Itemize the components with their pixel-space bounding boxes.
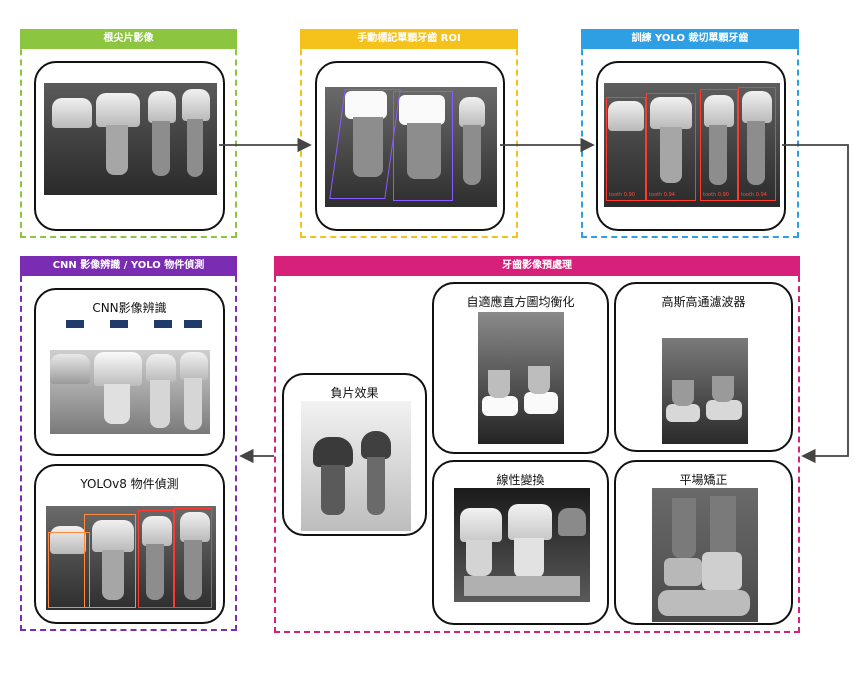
- panel-yolo-crop-label: 訓練 YOLO 裁切單顆牙齒: [581, 29, 799, 49]
- original-xray-image: [44, 83, 217, 195]
- flatten-card: 平場矯正: [614, 460, 793, 625]
- detection-label: tooth 0.94: [649, 192, 675, 198]
- detection-label: tooth 0.90: [703, 192, 729, 198]
- cnn-class-box: [66, 320, 84, 328]
- roi-xray-image: [325, 87, 497, 207]
- yolo-crop-xray-card: tooth 0.90 tooth 0.94 tooth 0.90 tooth 0…: [596, 61, 786, 231]
- linear-card-title: 線性變換: [496, 473, 545, 487]
- cnn-class-box: [184, 320, 202, 328]
- gaussian-card: 高斯高通濾波器: [614, 282, 793, 452]
- panel-preprocess-label: 牙齒影像預處理: [274, 256, 800, 276]
- yolov8-card-title: YOLOv8 物件偵測: [80, 477, 179, 491]
- cnn-card-title: CNN影像辨識: [92, 301, 167, 315]
- cnn-class-box: [110, 320, 128, 328]
- panel-yolo-crop: 訓練 YOLO 裁切單顆牙齒 tooth 0.90 tooth 0.94 too…: [581, 29, 799, 238]
- gaussian-xray-image: [662, 338, 748, 444]
- panel-roi-label: 手動標記單顆牙齒 ROI: [300, 29, 518, 49]
- detection-box: [174, 508, 212, 608]
- roi-xray-card: [315, 61, 505, 231]
- yolov8-xray-image: [46, 506, 216, 610]
- negative-card-title: 負片效果: [330, 386, 379, 400]
- detection-box: tooth 0.90: [606, 97, 646, 201]
- flatten-card-title: 平場矯正: [679, 473, 728, 487]
- gaussian-card-title: 高斯高通濾波器: [661, 295, 746, 309]
- original-xray-card: [34, 61, 225, 231]
- negative-card: 負片效果: [282, 373, 427, 536]
- panel-original-label: 根尖片影像: [20, 29, 237, 49]
- detection-label: tooth 0.90: [609, 192, 635, 198]
- negative-xray-image: [301, 401, 411, 531]
- detection-box: [138, 510, 174, 608]
- cnn-xray-image: [50, 350, 210, 434]
- detection-label: tooth 0.94: [741, 192, 767, 198]
- detection-box: tooth 0.90: [700, 89, 738, 201]
- cnn-class-box: [154, 320, 172, 328]
- detection-box: tooth 0.94: [738, 87, 776, 201]
- panel-recognition-label: CNN 影像辨識 / YOLO 物件偵測: [20, 256, 237, 276]
- panel-recognition: CNN 影像辨識 / YOLO 物件偵測 CNN影像辨識 YOLOv8 物件偵測: [20, 256, 237, 631]
- yolov8-card: YOLOv8 物件偵測: [34, 464, 225, 624]
- panel-roi: 手動標記單顆牙齒 ROI: [300, 29, 518, 238]
- panel-preprocess: 牙齒影像預處理 負片效果 自適應直方圖均衡化 高斯高通濾波器 線性變換: [274, 256, 800, 633]
- yolo-crop-xray-image: tooth 0.90 tooth 0.94 tooth 0.90 tooth 0…: [604, 83, 780, 207]
- linear-card: 線性變換: [432, 460, 609, 625]
- arrow-yolo-to-preprocess: [782, 144, 849, 464]
- roi-outline-right: [393, 91, 453, 201]
- detection-box: [84, 514, 136, 608]
- detection-box: [48, 532, 90, 608]
- clahe-card-title: 自適應直方圖均衡化: [466, 295, 575, 309]
- detection-box: tooth 0.94: [646, 93, 696, 201]
- panel-original-image: 根尖片影像: [20, 29, 237, 238]
- linear-xray-image: [454, 488, 590, 602]
- flatten-xray-image: [652, 488, 758, 622]
- clahe-card: 自適應直方圖均衡化: [432, 282, 609, 454]
- clahe-xray-image: [478, 312, 564, 444]
- cnn-card: CNN影像辨識: [34, 288, 225, 456]
